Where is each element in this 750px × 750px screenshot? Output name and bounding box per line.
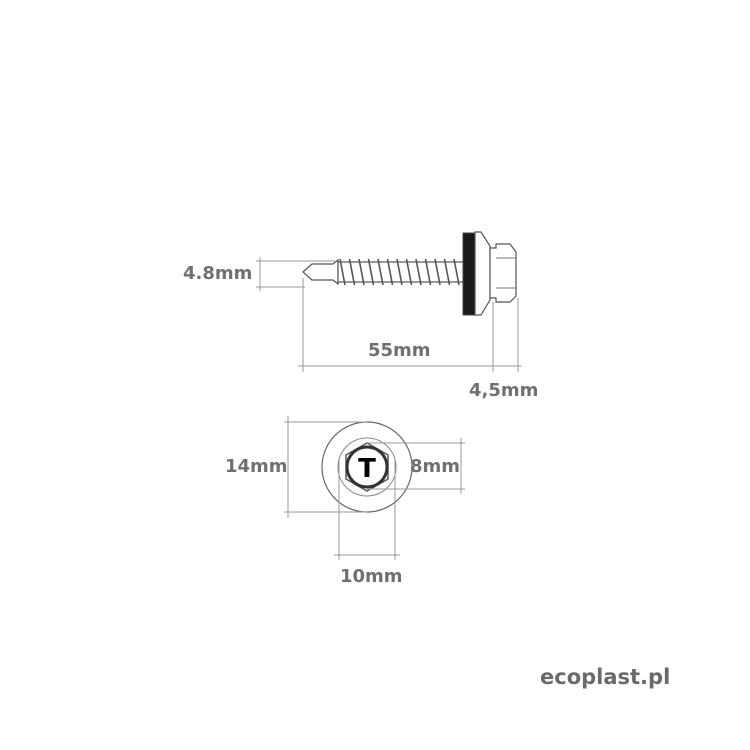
thread-ridge: [405, 258, 413, 286]
hex-head: [489, 243, 517, 303]
thread-ridge: [443, 258, 451, 286]
washer-diameter-label: 14mm: [225, 456, 288, 477]
drive-symbol: T: [358, 454, 376, 484]
thread-ridge: [358, 258, 365, 286]
length-label: 55mm: [368, 340, 431, 361]
diameter-label: 4.8mm: [183, 263, 252, 284]
thread-ridge: [386, 258, 394, 286]
thread-ridge: [453, 258, 460, 286]
drive-circle: [345, 445, 389, 489]
head-diameter-label: 10mm: [340, 566, 403, 587]
thread-ridge: [424, 258, 432, 286]
screw-threads: [339, 258, 460, 286]
thread-ridge: [377, 258, 384, 286]
screw-front-view: T: [321, 421, 413, 513]
thread-ridge: [415, 258, 422, 286]
thread-ridge: [339, 258, 346, 286]
brand-logo-text: ecoplast.pl: [540, 665, 670, 689]
rubber-washer: [462, 232, 476, 316]
head-height-label: 4,5mm: [469, 380, 538, 401]
thread-ridge: [348, 258, 356, 286]
hex-size-label: 8mm: [410, 456, 460, 477]
screw-side-view: [302, 231, 517, 316]
metal-washer: [474, 231, 491, 316]
front-dimensions: [284, 416, 465, 560]
drill-tip: [302, 258, 339, 286]
thread-ridge: [367, 258, 375, 286]
thread-ridge: [396, 258, 403, 286]
thread-ridge: [434, 258, 441, 286]
side-dimensions: [256, 257, 522, 372]
